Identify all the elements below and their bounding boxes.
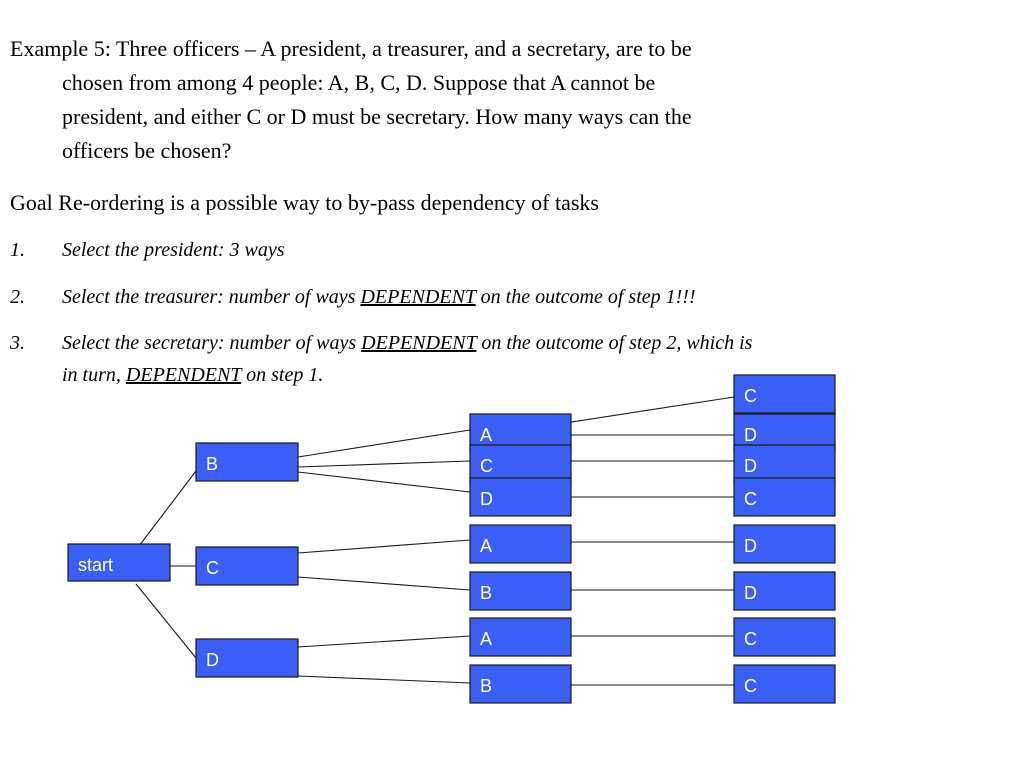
problem-line-4: officers be chosen? [62,138,232,163]
president-node-b: B [195,442,299,482]
node-label: C [744,629,757,649]
treasurer-node-d: D [469,477,572,517]
node-label: C [744,676,757,696]
step-text: Select the secretary: number of ways [62,332,362,354]
tree-edge [297,460,471,468]
step-number: 1. [10,239,25,261]
node-box [469,524,572,564]
node-box [67,543,171,582]
node-box [469,664,572,704]
treasurer-node-a: A [469,524,572,564]
node-label: A [480,536,492,556]
treasurer-node-b: B [469,571,572,611]
secretary-node-d: D [733,524,836,564]
tree-edge [297,576,471,591]
goal-statement: Goal Re-ordering is a possible way to by… [10,190,599,215]
problem-line-2: chosen from among 4 people: A, B, C, D. … [62,70,656,95]
step-number: 3. [10,332,25,354]
node-box [733,571,836,611]
node-box [469,444,572,484]
node-label: A [480,425,492,445]
node-box [195,546,299,586]
tree-edge [297,675,471,684]
treasurer-node-c: C [469,444,572,484]
problem-line-3: president, and either C or D must be sec… [62,104,692,129]
node-label: C [744,489,757,509]
node-box [469,617,572,657]
node-label: B [480,676,492,696]
secretary-node-d: D [733,444,836,484]
president-node-c: C [195,546,299,586]
start-node: start [67,543,171,582]
step-text-tail: on the outcome of step 1!!! [475,286,696,308]
node-box [733,524,836,564]
dependent-emphasis: DEPENDENT [361,332,477,354]
step-1: 1. Select the president: 3 ways [10,234,970,266]
node-label: B [206,454,218,474]
dependent-emphasis: DEPENDENT [125,364,242,386]
step-text-line2-tail: on step 1. [241,364,324,386]
tree-edge [297,471,471,493]
node-box [733,374,836,414]
tree-edge [135,470,197,551]
node-box [733,617,836,657]
node-label: C [480,456,493,476]
secretary-node-c: C [733,664,836,704]
node-box [733,477,836,517]
node-label: D [744,536,757,556]
problem-line-1: Example 5: Three officers – A president,… [10,36,692,61]
tree-edge [297,539,471,554]
node-label: D [744,583,757,603]
president-node-d: D [195,638,299,678]
dependent-emphasis: DEPENDENT [360,286,476,308]
step-text-tail: on the outcome of step 2, which is [476,332,753,354]
node-box [733,664,836,704]
secretary-node-c: C [733,374,836,414]
node-label: B [480,583,492,603]
treasurer-node-b: B [469,664,572,704]
node-label: C [206,558,219,578]
node-label: D [206,650,219,670]
node-box [469,477,572,517]
secretary-node-c: C [733,617,836,657]
node-box [469,571,572,611]
tree-edge [297,429,471,458]
secretary-node-c: C [733,477,836,517]
step-text-line2: in turn, [62,364,126,386]
step-2: 2. Select the treasurer: number of ways … [10,281,970,313]
step-text: Select the treasurer: number of ways [62,286,361,308]
node-label: D [480,489,493,509]
node-box [733,444,836,484]
tree-edge [135,583,197,659]
node-label: A [480,629,492,649]
node-label: C [744,386,757,406]
problem-statement: Example 5: Three officers – A president,… [10,32,910,168]
treasurer-node-a: A [469,617,572,657]
step-number: 2. [10,286,25,308]
node-label: D [744,456,757,476]
secretary-node-d: D [733,571,836,611]
node-label: D [744,425,757,445]
tree-edge [297,635,471,648]
node-box [195,442,299,482]
step-3: 3. Select the secretary: number of ways … [10,327,970,391]
step-text: Select the president: 3 ways [62,239,285,261]
node-box [195,638,299,678]
node-label: start [78,555,113,575]
